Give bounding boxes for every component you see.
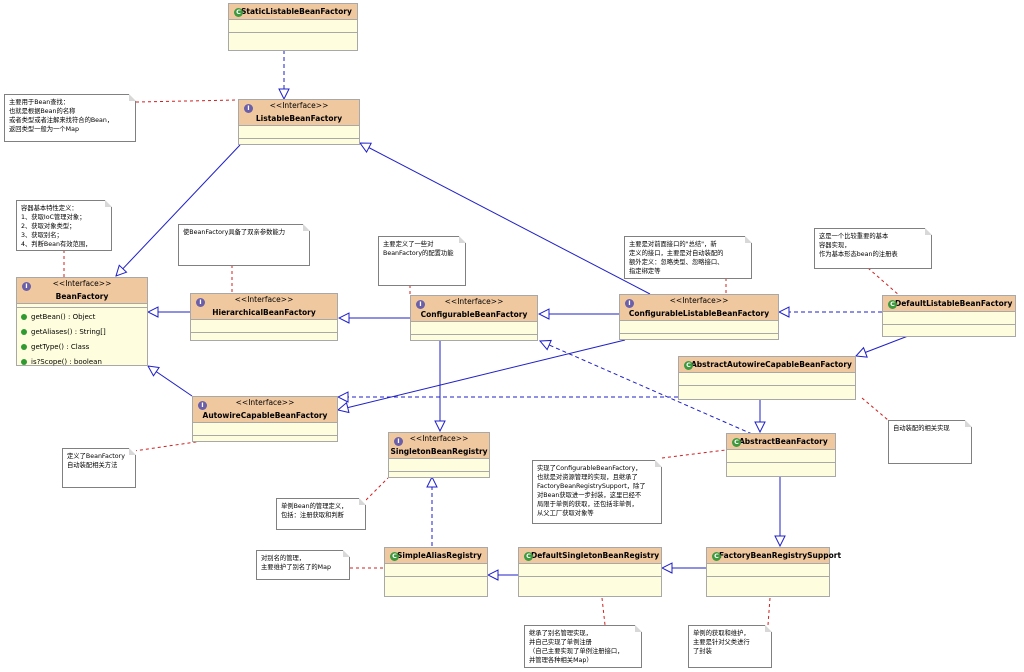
interface-icon: I [244, 104, 253, 113]
default-listable-to-abstract-autowire-link [856, 335, 909, 356]
autowire-capable-to-bean-factory-link [148, 366, 193, 397]
class-name: AbstractBeanFactory [739, 437, 828, 446]
class-name: SimpleAliasRegistry [397, 551, 482, 560]
class-name: HierarchicalBeanFactory [212, 308, 316, 317]
interface-icon: I [22, 282, 31, 291]
listable-to-bean-factory-link [116, 144, 241, 276]
class-name: DefaultSingletonBeanRegistry [531, 551, 660, 560]
note-default-singleton-bean-registry: 继承了别名管理实现，并自己实现了单例注册（自己主要实现了单例注册接口，并管理各种… [524, 625, 642, 668]
operation-get-aliases: getAliases() : String[] [17, 325, 147, 340]
class-name: AbstractAutowireCapableBeanFactory [691, 360, 852, 369]
operation-get-bean: getBean() : Object [17, 310, 147, 325]
note-bean-factory: 容器基本特性定义：1、获取IoC管理对象；2、获取对象类型；3、获取别名；4、判… [16, 200, 112, 251]
stereotype: <<Interface>> [234, 295, 294, 304]
interface-icon: I [198, 401, 207, 410]
class-name: DefaultListableBeanFactory [895, 299, 1013, 308]
class-icon: C [888, 300, 897, 309]
class-name: ConfigurableBeanFactory [420, 310, 528, 319]
class-icon: C [684, 361, 693, 370]
stereotype: <<Interface>> [669, 296, 729, 305]
class-name: BeanFactory [55, 292, 109, 301]
abstract-autowire-note-link [861, 397, 889, 421]
operation-is-scope: is?Scope() : boolean [17, 355, 147, 370]
interface-hierarchical-bean-factory[interactable]: I <<Interface>> HierarchicalBeanFactory [190, 293, 338, 341]
stereotype: <<Interface>> [409, 434, 469, 443]
class-icon: C [712, 552, 721, 561]
interface-listable-bean-factory[interactable]: I <<Interface>> ListableBeanFactory [238, 99, 360, 145]
interface-configurable-listable-bean-factory[interactable]: I <<Interface>> ConfigurableListableBeanFa… [619, 294, 779, 340]
note-hierarchical-bean-factory: 使BeanFactory具备了双亲参数能力 [178, 224, 310, 266]
interface-icon: I [196, 298, 205, 307]
note-abstract-autowire-capable-bean-factory: 自动装配的相关实现 [888, 420, 972, 464]
note-factory-bean-registry-support: 单例的获取和维护，主要是针对父类进行了封装 [688, 625, 772, 668]
stereotype: <<Interface>> [444, 297, 504, 306]
interface-configurable-bean-factory[interactable]: I <<Interface>> ConfigurableBeanFactory [410, 295, 538, 341]
method-icon [21, 344, 27, 350]
class-name: StaticListableBeanFactory [241, 7, 352, 16]
stereotype: <<Interface>> [52, 279, 112, 288]
default-listable-note-link [867, 267, 901, 297]
interface-bean-factory[interactable]: I <<Interface>> BeanFactory getBean() : Ob… [16, 277, 148, 366]
stereotype: <<Interface>> [235, 398, 295, 407]
class-icon: C [524, 552, 533, 561]
class-name: AutowireCapableBeanFactory [202, 411, 328, 420]
abstract-bean-factory-note-link [661, 449, 727, 459]
default-singleton-note-link [601, 597, 606, 626]
class-icon: C [390, 552, 399, 561]
method-icon [21, 314, 27, 320]
abstract-bean-factory-to-configurable-link [540, 341, 753, 435]
class-name: FactoryBeanRegistrySupport [719, 551, 842, 560]
operation-get-type: getType() : Class [17, 340, 147, 355]
class-name: ConfigurableListableBeanFactory [628, 309, 770, 318]
note-abstract-bean-factory: 实现了ConfigurableBeanFactory，也就是对资源管理的实现，且… [532, 460, 662, 524]
class-name: SingletonBeanRegistry [390, 447, 488, 456]
listable-note-link [135, 99, 239, 103]
class-name: ListableBeanFactory [255, 114, 343, 123]
method-icon [21, 329, 27, 335]
interface-icon: I [394, 437, 403, 446]
stereotype: <<Interface>> [269, 101, 329, 110]
note-configurable-listable-bean-factory: 主要是对前面接口的"总结"，新定义的接口，主要是对自动装配的额外定义：忽略类型、… [624, 236, 752, 279]
singleton-registry-note-link [365, 477, 389, 501]
class-icon: C [234, 8, 243, 17]
interface-icon: I [625, 299, 634, 308]
configurable-listable-to-autowire-capable-link [338, 339, 626, 410]
configurable-listable-to-listable-link [360, 143, 651, 295]
method-icon [21, 359, 27, 365]
interface-singleton-bean-registry[interactable]: I <<Interface>> SingletonBeanRegistry [388, 432, 490, 478]
interface-autowire-capable-bean-factory[interactable]: I <<Interface>> AutowireCapableBeanFactory [192, 396, 338, 442]
note-default-listable-bean-factory: 这是一个比较重要的基本容器实现，作为基本形态bean的注册表 [814, 228, 932, 269]
class-icon: C [732, 438, 741, 447]
interface-icon: I [416, 300, 425, 309]
note-singleton-bean-registry: 单例Bean的管理定义，包括：注册获取和判断 [276, 498, 366, 530]
factory-support-note-link [767, 597, 771, 626]
note-simple-alias-registry: 对别名的管理，主要维护了别名了的Map [256, 550, 350, 580]
note-listable-bean-factory: 主要用于Bean查找：也就是根据Bean的名称或者类型或者注解来找符合的Bean… [4, 94, 136, 142]
